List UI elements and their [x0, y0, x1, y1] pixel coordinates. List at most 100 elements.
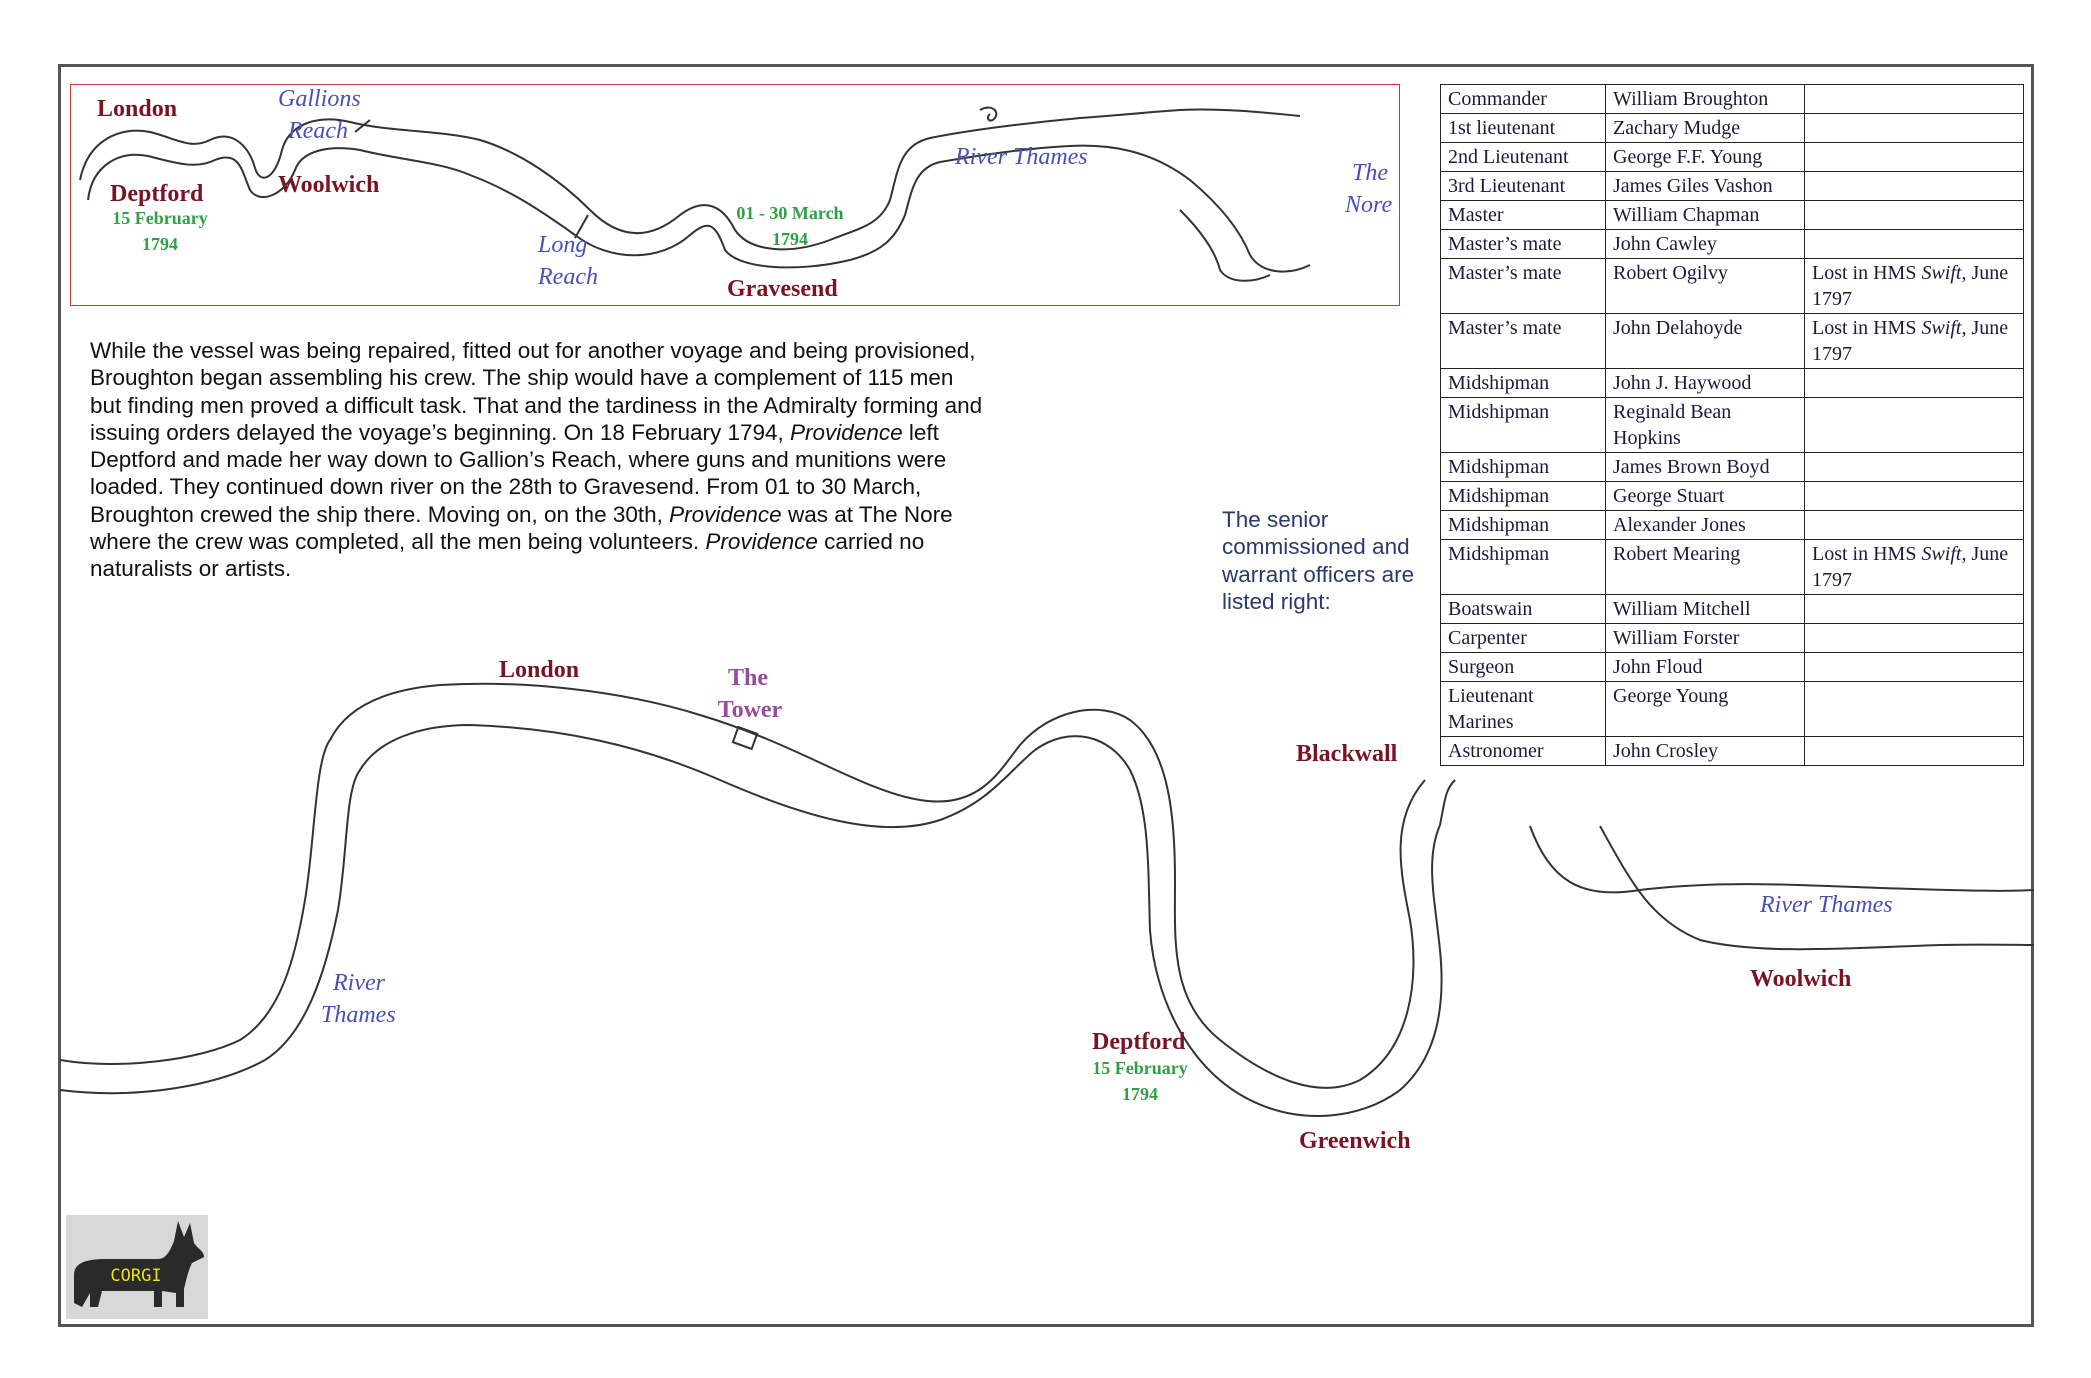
officer-note: Lost in HMS Swift, June 1797 — [1804, 258, 2024, 314]
inset-label-deptford: Deptford — [110, 181, 204, 207]
officer-note — [1804, 200, 2024, 230]
main-river-south-bank — [59, 723, 1443, 1117]
officer-name: Robert Mearing — [1605, 539, 1805, 595]
officer-name: George F.F. Young — [1605, 142, 1805, 172]
main-river-right-south — [1599, 825, 2035, 951]
officer-name: George Stuart — [1605, 481, 1805, 511]
inset-label-long-2: Reach — [538, 264, 598, 290]
officer-note: Lost in HMS Swift, June 1797 — [1804, 539, 2024, 595]
inset-label-gallions-1: Gallions — [278, 86, 361, 112]
officer-rank: Master — [1440, 200, 1606, 230]
officer-name: Reginald Bean Hopkins — [1605, 397, 1805, 453]
map-label-tower-2: Tower — [717, 697, 783, 723]
officer-name: Zachary Mudge — [1605, 113, 1805, 143]
inset-estuary-coast — [1179, 209, 1271, 282]
inset-river-north-bank — [79, 108, 1301, 251]
gallions-leader — [354, 119, 371, 133]
officer-rank: Surgeon — [1440, 652, 1606, 682]
officer-rank: Midshipman — [1440, 368, 1606, 398]
inset-label-long-1: Long — [538, 232, 588, 258]
officer-name: William Broughton — [1605, 84, 1805, 114]
inset-label-deptford-date-2: 1794 — [142, 234, 178, 254]
map-label-blackwall: Blackwall — [1296, 741, 1398, 767]
officer-name: Robert Ogilvy — [1605, 258, 1805, 314]
officer-rank: Commander — [1440, 84, 1606, 114]
inset-label-london: London — [97, 96, 178, 122]
officer-note — [1804, 229, 2024, 259]
map-label-deptford-date-2: 1794 — [1122, 1084, 1158, 1104]
inset-label-march-1: 01 - 30 March — [736, 203, 844, 223]
tower-marker — [731, 725, 759, 751]
map-label-river-thames-right: River Thames — [1760, 892, 1893, 918]
officer-note — [1804, 623, 2024, 653]
officer-note — [1804, 397, 2024, 453]
officer-note — [1804, 452, 2024, 482]
corgi-dog-icon: CORGI — [74, 1221, 204, 1307]
officer-rank: Midshipman — [1440, 452, 1606, 482]
inset-label-woolwich: Woolwich — [278, 172, 380, 198]
voyage-paragraph: While the vessel was being repaired, fit… — [90, 338, 983, 582]
officer-name: William Mitchell — [1605, 594, 1805, 624]
svg-text:CORGI: CORGI — [110, 1266, 161, 1286]
officer-rank: Midshipman — [1440, 539, 1606, 595]
officer-name: James Giles Vashon — [1605, 171, 1805, 201]
map-label-london: London — [499, 657, 580, 683]
officer-note — [1804, 84, 2024, 114]
officer-note — [1804, 481, 2024, 511]
inset-label-gallions-2: Reach — [288, 118, 348, 144]
officers-note: The senior commissioned and warrant offi… — [1222, 507, 1415, 614]
inset-label-march-2: 1794 — [772, 229, 808, 249]
officer-note — [1804, 171, 2024, 201]
officer-rank: Master’s mate — [1440, 229, 1606, 259]
officer-rank: Boatswain — [1440, 594, 1606, 624]
officer-note — [1804, 652, 2024, 682]
officer-rank: 3rd Lieutenant — [1440, 171, 1606, 201]
officer-name: George Young — [1605, 681, 1805, 737]
officer-rank: 1st lieutenant — [1440, 113, 1606, 143]
officer-name: John Crosley — [1605, 736, 1805, 766]
officer-name: John Delahoyde — [1605, 313, 1805, 369]
inset-label-nore-2: Nore — [1345, 192, 1393, 218]
inset-label-gravesend: Gravesend — [727, 276, 838, 302]
map-label-deptford-date-1: 15 February — [1092, 1058, 1188, 1078]
officer-rank: Master’s mate — [1440, 313, 1606, 369]
officer-rank: Astronomer — [1440, 736, 1606, 766]
map-label-river-2: Thames — [321, 1002, 396, 1028]
officer-name: John Cawley — [1605, 229, 1805, 259]
officer-rank: Carpenter — [1440, 623, 1606, 653]
map-label-river-1: River — [333, 970, 385, 996]
main-river-north-bank — [59, 682, 1426, 1089]
inset-river-south-bank — [87, 144, 1311, 273]
inset-label-river-thames: River Thames — [955, 144, 1088, 170]
officer-name: James Brown Boyd — [1605, 452, 1805, 482]
officer-name: John Floud — [1605, 652, 1805, 682]
inset-map — [70, 84, 1400, 306]
officer-note — [1804, 594, 2024, 624]
officer-note — [1804, 113, 2024, 143]
inset-label-deptford-date-1: 15 February — [112, 208, 208, 228]
officer-note — [1804, 142, 2024, 172]
officer-rank: Midshipman — [1440, 481, 1606, 511]
map-label-deptford: Deptford — [1092, 1029, 1186, 1055]
corgi-logo: CORGI — [66, 1215, 208, 1319]
inset-islet — [979, 106, 998, 122]
map-label-tower-1: The — [727, 665, 768, 691]
inset-label-nore-1: The — [1352, 160, 1388, 186]
officer-name: Alexander Jones — [1605, 510, 1805, 540]
